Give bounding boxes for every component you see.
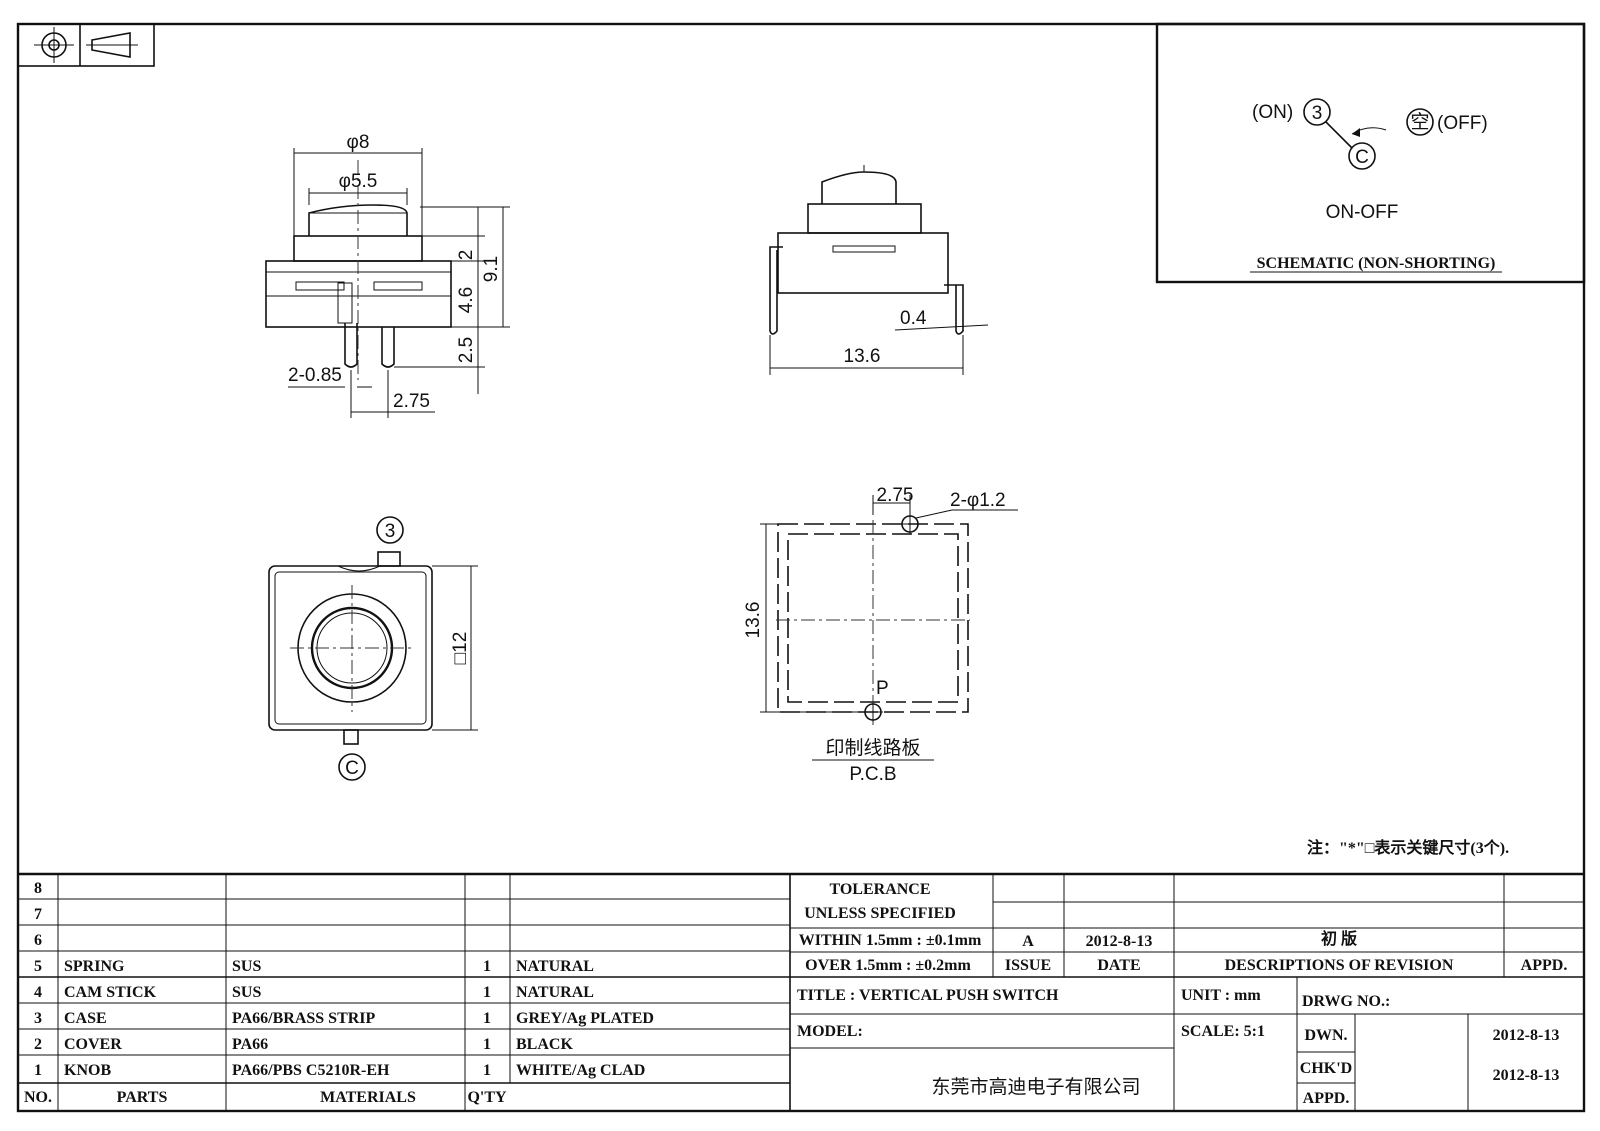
bom-finish: WHITE/Ag CLAD [516, 1062, 645, 1079]
bom-no: 8 [34, 880, 42, 897]
issue-value: A [1022, 933, 1034, 950]
bom-finish: NATURAL [516, 958, 594, 975]
bom-table: 8 7 6 5 SPRING SUS 1 NATURAL 4 CAM STICK… [18, 872, 1584, 1111]
bom-qty: 1 [483, 1062, 491, 1079]
bom-part: KNOB [64, 1062, 111, 1079]
bom-finish: BLACK [516, 1036, 573, 1053]
bom-part: COVER [64, 1036, 122, 1053]
projection-symbol-icon [17, 23, 155, 67]
revision-date: 2012-8-13 [1086, 933, 1153, 950]
bom-material: PA66 [232, 1036, 268, 1053]
schematic-panel: (ON) 3 C 空 (OFF) ON-OFF SCHEMATIC (NON-S… [1155, 22, 1586, 284]
scale-label: SCALE: 5:1 [1181, 1023, 1265, 1040]
issue-label: ISSUE [1005, 957, 1051, 974]
tolerance-within: WITHIN 1.5mm : ±0.1mm [799, 932, 982, 949]
arrow-icon [1352, 128, 1360, 137]
checked-date: 2012-8-13 [1493, 1067, 1560, 1084]
bom-qty: 1 [483, 958, 491, 975]
bom-header-no: NO. [24, 1089, 52, 1106]
bom-material: SUS [232, 958, 261, 975]
tolerance-over: OVER 1.5mm : ±0.2mm [805, 957, 971, 974]
bom-part: CASE [64, 1010, 107, 1027]
drawing-title: TITLE : VERTICAL PUSH SWITCH [797, 987, 1059, 1004]
top-view: 3 C □12 [268, 516, 478, 781]
top-terminal-3: 3 [385, 521, 396, 542]
bom-no: 3 [34, 1010, 42, 1027]
side-view: 13.6 0.4 [769, 165, 989, 375]
schematic-empty-terminal: 空 [1410, 111, 1429, 133]
pcb-label-cn: 印制线路板 [825, 737, 920, 759]
bom-part: CAM STICK [64, 984, 157, 1001]
schematic-off-label: (OFF) [1437, 113, 1488, 134]
date-label: DATE [1097, 957, 1140, 974]
dim-2-5: 2.5 [456, 337, 477, 363]
dim-square-12: □12 [450, 632, 471, 665]
dim-9-1: 9.1 [481, 256, 502, 282]
bom-qty: 1 [483, 1036, 491, 1053]
unit-label: UNIT : mm [1181, 987, 1261, 1004]
bom-material: SUS [232, 984, 261, 1001]
pcb-pitch: 2.75 [877, 485, 914, 506]
schematic-mode: ON-OFF [1326, 202, 1399, 223]
company-name: 东莞市高迪电子有限公司 [931, 1076, 1140, 1098]
revision-description: 初 版 [1321, 929, 1357, 948]
schematic-terminal-3: 3 [1312, 103, 1323, 124]
front-dimensions: φ8 φ5.5 2 4.6 9.1 2.5 2-0.85 2.75 [288, 132, 510, 418]
checked-label: CHK'D [1300, 1060, 1352, 1077]
bom-no: 5 [34, 958, 42, 975]
drawn-label: DWN. [1304, 1027, 1347, 1044]
dim-4-6: 4.6 [456, 287, 477, 313]
pcb-label-en: P.C.B [849, 764, 896, 785]
bom-qty: 1 [483, 984, 491, 1001]
bom-material: PA66/BRASS STRIP [232, 1010, 376, 1027]
dim-pin-diameter: 2-0.85 [288, 365, 342, 386]
dim-side-width: 13.6 [844, 346, 881, 367]
sheet-border [16, 22, 1586, 1113]
bom-finish: NATURAL [516, 984, 594, 1001]
schematic-caption: SCHEMATIC (NON-SHORTING) [1257, 255, 1496, 272]
bom-header-materials: MATERIALS [320, 1089, 416, 1106]
bom-no: 4 [34, 984, 42, 1001]
dim-phi5-5: φ5.5 [339, 171, 378, 192]
front-view [265, 160, 452, 380]
pcb-holes: 2-φ1.2 [950, 490, 1006, 511]
pcb-p-label: P [876, 678, 889, 699]
approved-label: APPD. [1521, 957, 1568, 974]
pcb-height: 13.6 [743, 602, 764, 639]
tolerance-subheading: UNLESS SPECIFIED [804, 905, 956, 922]
bom-no: 1 [34, 1062, 42, 1079]
tolerance-heading: TOLERANCE [829, 881, 930, 898]
bom-material: PA66/PBS C5210R-EH [232, 1062, 390, 1079]
drawn-date: 2012-8-13 [1493, 1027, 1560, 1044]
bom-no: 6 [34, 932, 42, 949]
title-block: TOLERANCE UNLESS SPECIFIED WITHIN 1.5mm … [790, 874, 1584, 1111]
dim-side-pin: 0.4 [900, 308, 927, 329]
bom-no: 7 [34, 906, 42, 923]
pcb-layout: P 2.75 2-φ1.2 13.6 印制线路板 P.C.B [743, 485, 1018, 785]
top-terminal-c: C [345, 758, 359, 779]
bom-qty: 1 [483, 1010, 491, 1027]
bom-no: 2 [34, 1036, 42, 1053]
schematic-on-label: (ON) [1252, 102, 1293, 123]
key-dimension-note: 注："*"□表示关键尺寸(3个). [1307, 838, 1509, 857]
bom-header-qty: Q'TY [467, 1089, 507, 1106]
drawing-number-label: DRWG NO.: [1302, 993, 1390, 1010]
dim-pin-pitch: 2.75 [393, 391, 430, 412]
approved-label-2: APPD. [1303, 1090, 1350, 1107]
bom-header-parts: PARTS [117, 1089, 168, 1106]
dim-2: 2 [456, 250, 477, 261]
schematic-terminal-c: C [1355, 147, 1369, 168]
description-label: DESCRIPTIONS OF REVISION [1225, 957, 1454, 974]
bom-finish: GREY/Ag PLATED [516, 1010, 654, 1027]
dim-phi8: φ8 [347, 132, 370, 153]
model-label: MODEL: [797, 1023, 863, 1040]
bom-part: SPRING [64, 958, 125, 975]
